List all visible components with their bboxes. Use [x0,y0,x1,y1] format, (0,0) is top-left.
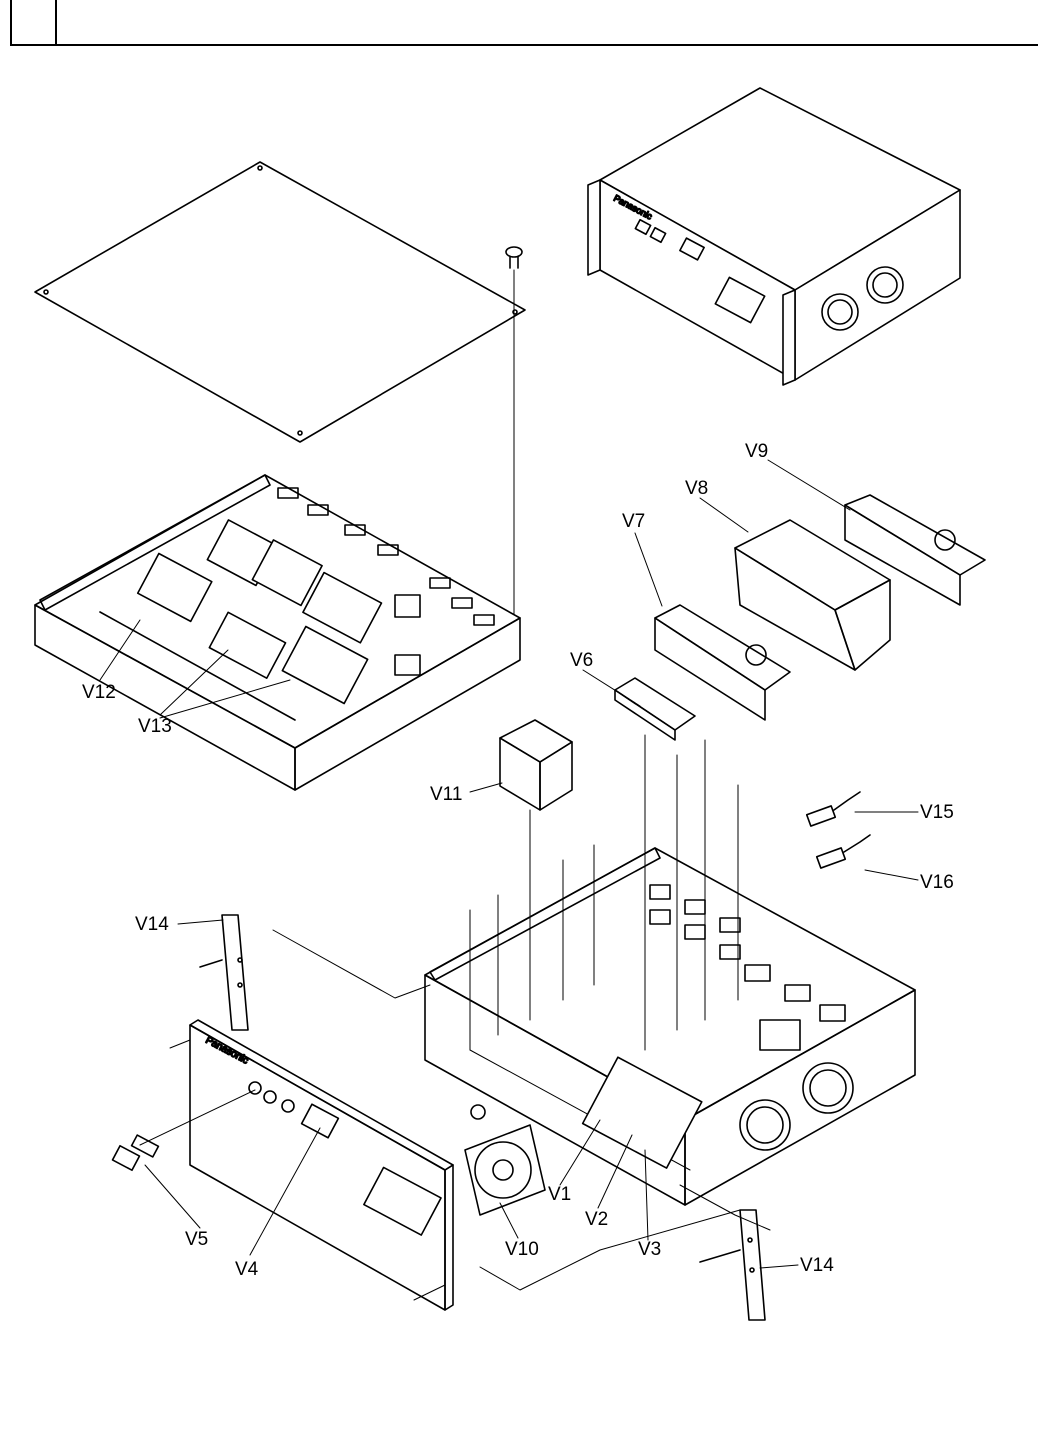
callout-v1: V1 [548,1184,571,1205]
front-panel: Panasonic [190,1020,453,1310]
mounting-bracket-top [200,915,248,1030]
callout-v16: V16 [920,872,954,893]
callout-v8: V8 [685,478,708,499]
callout-v6: V6 [570,650,593,671]
cable-v16 [817,835,870,868]
callout-v13: V13 [138,716,172,737]
callout-v7: V7 [622,511,645,532]
power-supply-v8 [735,520,890,670]
callout-v10: V10 [505,1239,539,1260]
top-cover-plate [35,162,525,442]
callout-v2: V2 [585,1209,608,1230]
upper-chassis-tray [35,475,520,790]
callout-v15: V15 [920,802,954,823]
cable-v15 [807,792,860,826]
callout-v12: V12 [82,682,116,703]
callout-v11: V11 [430,784,462,805]
assembled-unit: Panasonic [588,88,960,385]
switch-part [113,1135,159,1170]
callout-v9: V9 [745,441,768,462]
callout-v5: V5 [185,1229,208,1250]
relay-v11 [500,720,572,810]
callout-v14-bottom: V14 [800,1255,834,1276]
mounting-bracket-bottom [700,1210,765,1320]
pcb-module-v6 [615,678,695,740]
callout-v4: V4 [235,1259,259,1280]
fan-part [465,1105,545,1215]
callout-v3: V3 [638,1239,661,1260]
callout-v14-top: V14 [135,914,169,935]
